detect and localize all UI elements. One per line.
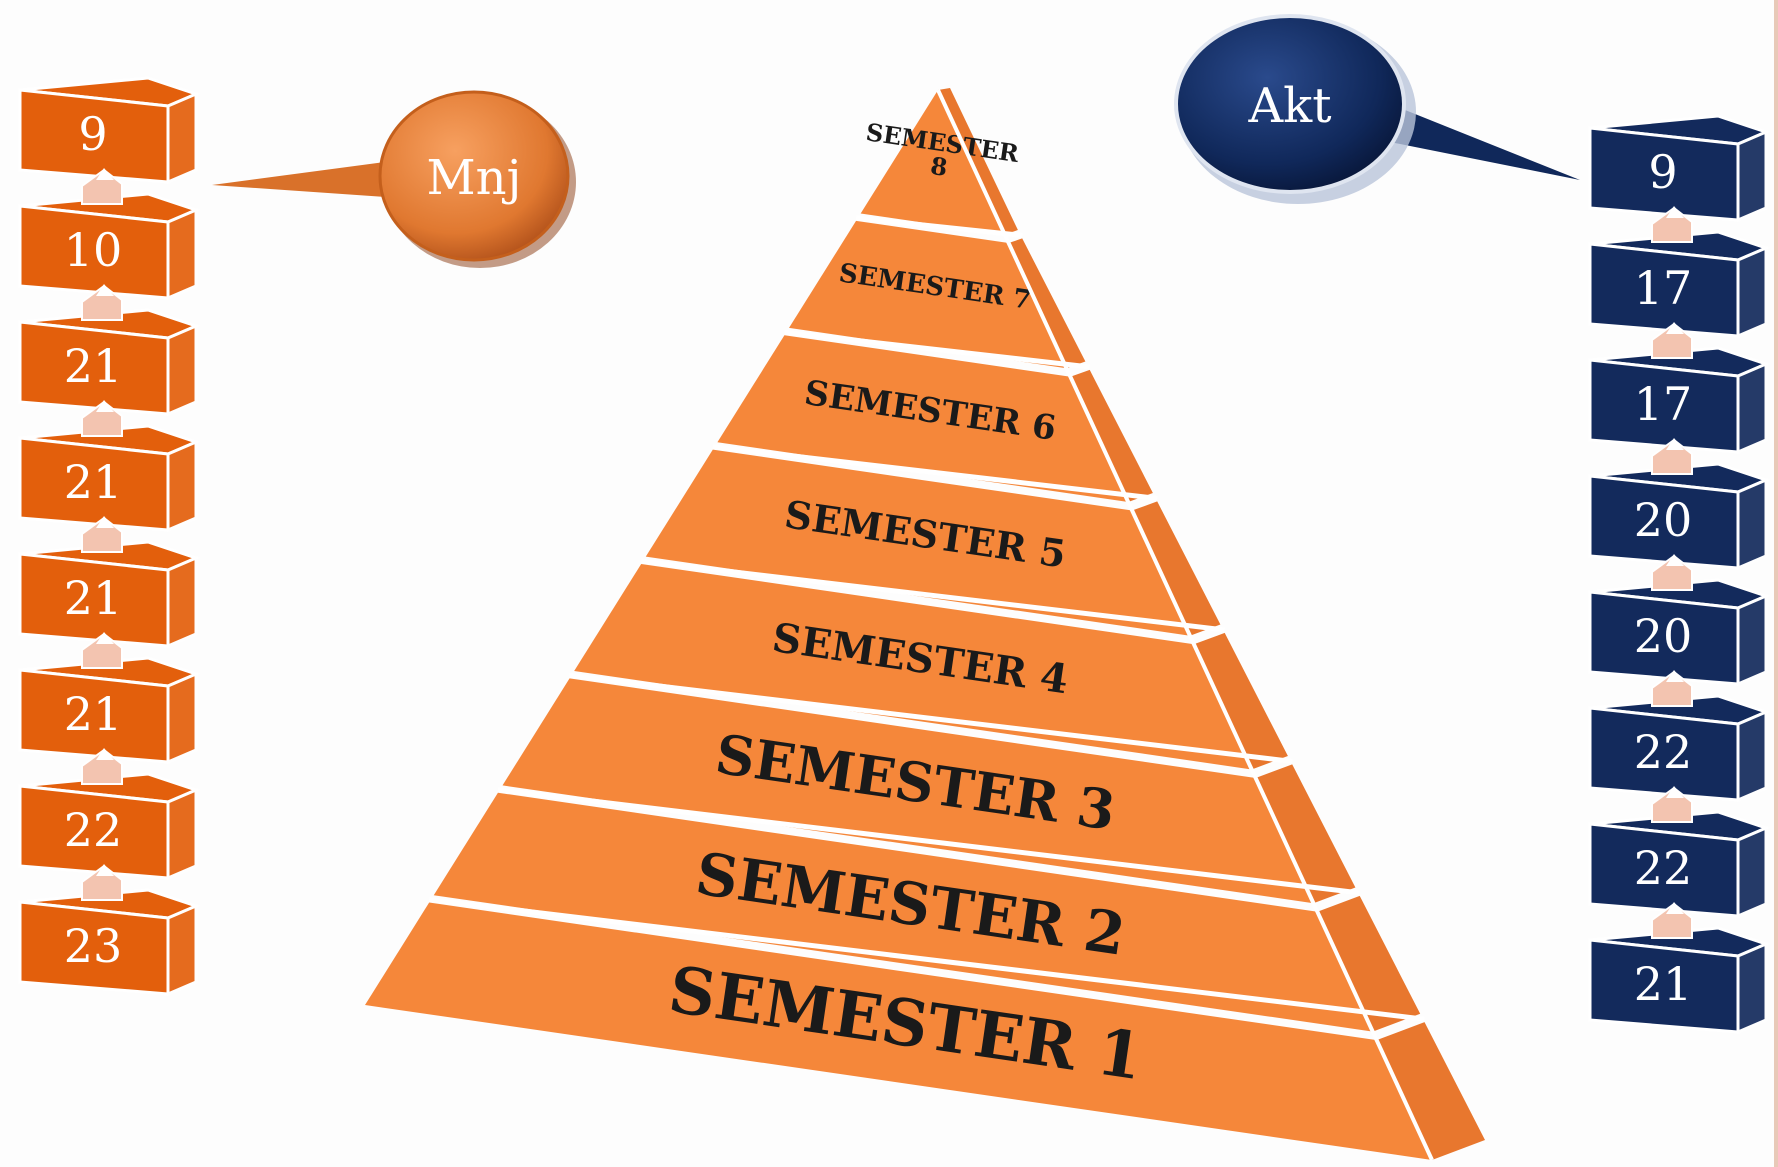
akt-connector-arrow [1651, 670, 1693, 707]
akt-box-value: 17 [1633, 261, 1693, 315]
mnj-box-8: 23 [18, 864, 208, 1000]
pyramid-level-4 [574, 563, 1252, 770]
mnj-box-shape [18, 284, 201, 417]
akt-box-value: 22 [1633, 841, 1693, 895]
akt-box-7: 22 [1588, 786, 1778, 922]
pyramid-level-5 [645, 449, 1190, 636]
mnj-box-1: 9 [18, 70, 208, 188]
akt-box-value: 9 [1648, 145, 1678, 199]
akt-box-value: 20 [1633, 493, 1693, 547]
akt-bubble-body [1174, 14, 1406, 194]
akt-box-shape [1588, 114, 1771, 223]
mnj-box-value: 23 [63, 919, 123, 973]
pyramid-side-6 [1070, 369, 1153, 502]
akt-box-shape [1588, 438, 1771, 571]
akt-connector-arrow [1651, 554, 1693, 591]
akt-box-value: 22 [1633, 725, 1693, 779]
akt-box-shape [1588, 670, 1771, 803]
mnj-box-7: 22 [18, 748, 208, 884]
pyramid-level-6 [717, 335, 1129, 502]
mnj-box-value: 10 [63, 223, 123, 277]
akt-box-value: 20 [1633, 609, 1693, 663]
pyramid-divider [855, 215, 1023, 238]
akt-box-value: 17 [1633, 377, 1693, 431]
pyramid-level-2 [433, 792, 1373, 1032]
akt-box-4: 20 [1588, 438, 1778, 574]
mnj-box-value: 21 [63, 339, 123, 393]
mnj-box-shape [18, 400, 201, 533]
mnj-box-shape [18, 516, 201, 649]
akt-box-shape [1588, 902, 1771, 1035]
pyramid-divider [428, 897, 1425, 1022]
mnj-connector-arrow [81, 284, 123, 321]
akt-bubble-tail [1380, 100, 1580, 180]
mnj-box-5: 21 [18, 516, 208, 652]
pyramid-side-5 [1132, 501, 1221, 636]
pyramid-divider [640, 558, 1226, 633]
mnj-bubble-body [378, 90, 570, 262]
mnj-connector-arrow [81, 632, 123, 669]
mnj-box-shape [18, 748, 201, 881]
akt-box-3: 17 [1588, 322, 1778, 458]
akt-box-1: 9 [1588, 108, 1778, 226]
mnj-box-2: 10 [18, 168, 208, 304]
akt-connector-arrow [1651, 206, 1693, 243]
pyramid-divider [569, 672, 1293, 764]
mnj-bubble-tail [212, 160, 400, 198]
mnj-box-3: 21 [18, 284, 208, 420]
akt-box-shape [1588, 554, 1771, 687]
akt-connector-arrow [1651, 902, 1693, 939]
pyramid-level-7 [789, 220, 1067, 369]
mnj-box-shape [18, 864, 201, 997]
pyramid-side-3 [1255, 764, 1356, 904]
mnj-connector-arrow [81, 864, 123, 901]
pyramid-divider [712, 444, 1158, 501]
akt-box-shape [1588, 322, 1771, 455]
mnj-box-value: 9 [78, 107, 108, 161]
akt-connector-arrow [1651, 322, 1693, 359]
mnj-box-value: 21 [63, 455, 123, 509]
akt-box-5: 20 [1588, 554, 1778, 690]
pyramid-side-1 [1376, 1022, 1485, 1160]
pyramid-level-3 [502, 678, 1314, 904]
mnj-box-value: 21 [63, 571, 123, 625]
mnj-box-shape [18, 76, 201, 185]
mnj-box-shape [18, 632, 201, 765]
akt-box-shape [1588, 786, 1771, 919]
mnj-box-value: 21 [63, 687, 123, 741]
mnj-box-value: 22 [63, 803, 123, 857]
mnj-connector-arrow [81, 748, 123, 785]
pyramid-side-2 [1317, 895, 1421, 1032]
mnj-box-4: 21 [18, 400, 208, 536]
pyramid-level-8 [860, 90, 1005, 235]
pyramid-side-4 [1193, 632, 1288, 770]
pyramid-level-1 [365, 902, 1432, 1160]
akt-box-8: 21 [1588, 902, 1778, 1038]
akt-box-shape [1588, 206, 1771, 339]
mnj-connector-arrow [81, 516, 123, 553]
mnj-connector-arrow [81, 400, 123, 437]
pyramid-divider [784, 329, 1091, 370]
mnj-connector-arrow [81, 168, 123, 205]
mnj-box-6: 21 [18, 632, 208, 768]
akt-box-value: 21 [1633, 957, 1693, 1011]
mnj-box-shape [18, 168, 201, 301]
pyramid-divider [497, 787, 1361, 896]
akt-connector-arrow [1651, 786, 1693, 823]
akt-connector-arrow [1651, 438, 1693, 475]
pyramid-levels [365, 88, 1485, 1160]
pyramid-side-7 [1008, 238, 1086, 369]
akt-label: Akt [1247, 78, 1331, 134]
akt-speech-bubble: Akt [1174, 14, 1580, 204]
akt-box-6: 22 [1588, 670, 1778, 806]
pyramid-side-8 [938, 88, 1018, 235]
mnj-label: Mnj [427, 150, 522, 206]
akt-box-2: 17 [1588, 206, 1778, 342]
mnj-speech-bubble: Mnj [212, 90, 576, 268]
pyramid-ridge [936, 89, 1434, 1161]
page-edge [1774, 0, 1778, 1167]
